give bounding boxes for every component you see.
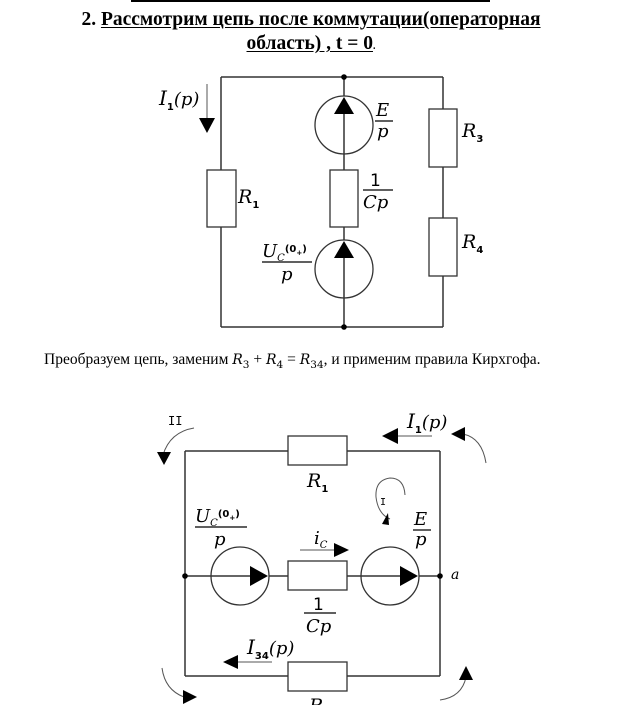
- current-arrow-icon: [223, 655, 238, 669]
- heading-line-2: область) , t = 0.: [0, 32, 622, 59]
- label-uc-den: p: [281, 264, 293, 285]
- label-e-den: p: [377, 121, 389, 142]
- node-dot: [182, 573, 188, 579]
- label-e-num: E: [375, 100, 389, 121]
- top-rule: [131, 0, 490, 2]
- heading-title-1: Рассмотрим цепь после коммутации(операто…: [100, 9, 541, 30]
- heading-number: 2.: [81, 9, 97, 30]
- label-uc-den: p: [214, 529, 226, 550]
- node-dot: [341, 74, 347, 80]
- loop-arc-top-right: [462, 433, 487, 464]
- label-loop-i: I: [380, 497, 386, 508]
- label-i1: I1(p): [158, 86, 199, 113]
- label-e-num: E: [413, 509, 427, 530]
- resistor-r3: [428, 108, 458, 168]
- label-i34: I34(p): [246, 635, 294, 662]
- section-heading: 2. Рассмотрим цепь после коммутации(опер…: [0, 8, 622, 59]
- para-text-before: Преобразуем цепь, заменим: [44, 351, 233, 368]
- label-uc-num: UC(0+): [262, 241, 307, 264]
- arrow-right-icon: [183, 690, 197, 704]
- arrow-right-icon: [400, 566, 418, 586]
- label-node-a: a: [451, 567, 459, 583]
- resistor-r4: [428, 217, 458, 277]
- label-r34: R: [308, 695, 323, 705]
- arrow-up-icon: [459, 666, 473, 680]
- current-arrow-icon: [382, 428, 398, 444]
- math-r4: R4: [265, 352, 284, 371]
- math-r3: R3: [232, 352, 250, 371]
- loop-arc-bottom-left: [161, 667, 185, 698]
- arrow-right-icon: [250, 566, 268, 586]
- loop-arrow-ii: [162, 427, 195, 456]
- label-r1: R1: [237, 186, 259, 211]
- label-r4: R4: [461, 231, 483, 256]
- label-r3: R3: [461, 120, 483, 145]
- heading-line-1: 2. Рассмотрим цепь после коммутации(опер…: [0, 8, 622, 32]
- current-arrow-icon: [334, 543, 349, 557]
- math-equals: =: [283, 351, 300, 368]
- node-dot: [341, 324, 347, 330]
- heading-title-2: область) , t = 0: [246, 33, 373, 54]
- arrow-left-icon: [451, 427, 465, 441]
- loop-arc-bottom-right: [439, 676, 467, 701]
- label-cap-num: 1: [370, 171, 381, 191]
- resistor-r34: [287, 661, 348, 692]
- label-ic: iC: [314, 528, 328, 551]
- label-cap-num: 1: [313, 595, 324, 615]
- label-e-den: p: [415, 529, 427, 550]
- label-cap-den: Cp: [363, 192, 389, 213]
- node-dot: [437, 573, 443, 579]
- loop-arrow-i: [375, 477, 406, 520]
- heading-trailing: .: [372, 41, 376, 52]
- label-uc-num: UC(0+): [195, 506, 240, 529]
- explanation-paragraph: Преобразуем цепь, заменим R3 + R4 = R34,…: [44, 348, 604, 377]
- capacitor-impedance: [287, 560, 348, 591]
- arrow-right-icon: [382, 513, 389, 525]
- capacitor-impedance: [329, 169, 359, 228]
- arrow-down-icon: [157, 452, 171, 465]
- label-cap-den: Cp: [306, 616, 332, 637]
- math-r34: R34: [299, 352, 324, 371]
- label-i1: I1(p): [406, 409, 447, 436]
- resistor-r1: [206, 169, 237, 228]
- para-text-after: , и применим правила Кирхгофа.: [323, 351, 541, 368]
- arrow-up-icon: [334, 241, 354, 258]
- arrow-up-icon: [334, 97, 354, 114]
- label-loop-ii: II: [168, 414, 182, 428]
- label-r1: R1: [306, 470, 328, 495]
- math-plus: +: [249, 351, 266, 368]
- resistor-r1: [287, 435, 348, 466]
- current-arrow-icon: [199, 118, 215, 133]
